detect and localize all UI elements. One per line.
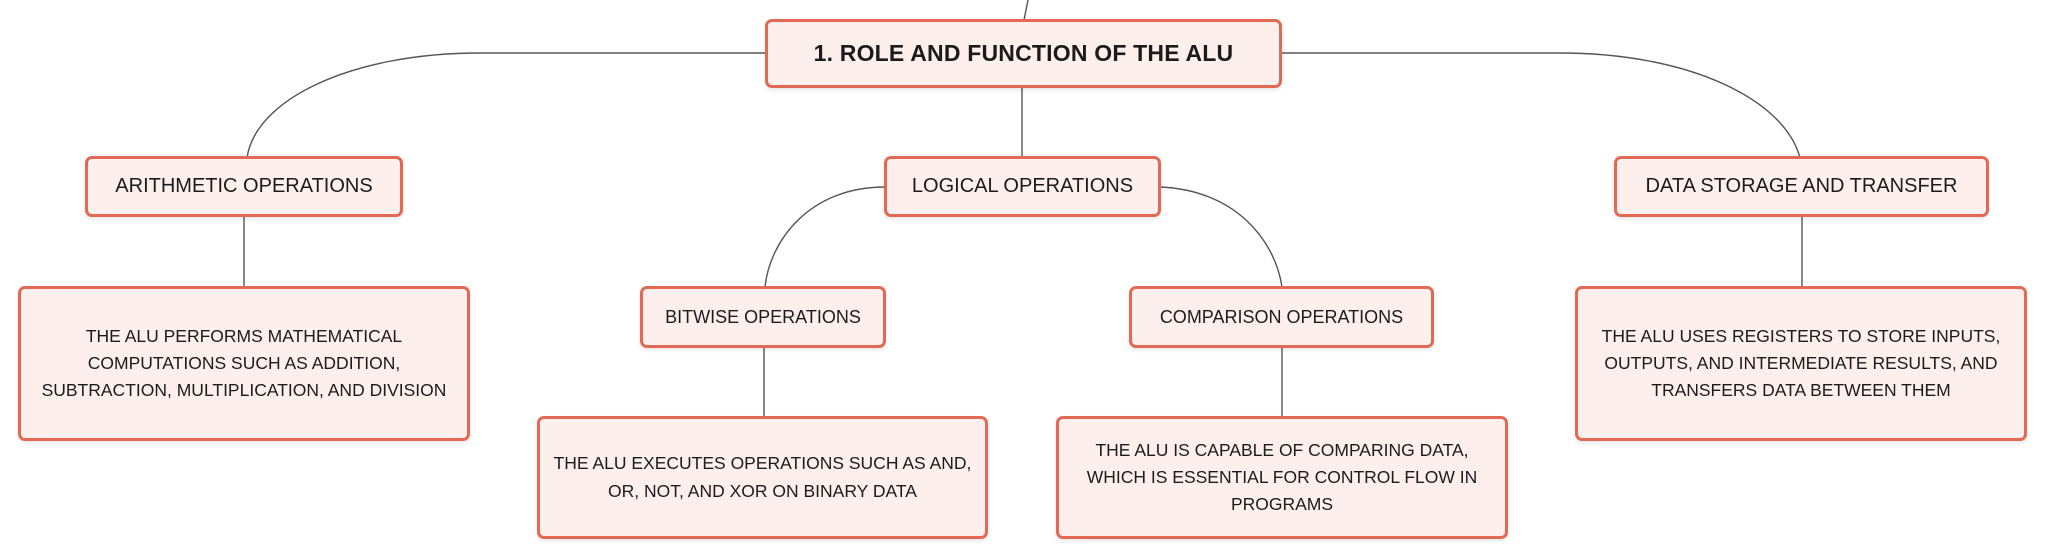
node-label: LOGICAL OPERATIONS — [911, 175, 1134, 197]
node-comparison-operations[interactable]: COMPARISON OPERATIONS — [1129, 286, 1434, 348]
node-logical-operations[interactable]: LOGICAL OPERATIONS — [884, 156, 1161, 217]
connector-root-arithmetic — [246, 52, 767, 159]
connector-logical-bitwise — [764, 186, 886, 288]
node-label: THE ALU EXECUTES OPERATIONS SUCH AS AND,… — [553, 453, 972, 501]
node-data-storage-and-transfer[interactable]: DATA STORAGE AND TRANSFER — [1614, 156, 1989, 217]
node-label: THE ALU USES REGISTERS TO STORE INPUTS, … — [1601, 325, 2001, 401]
node-label: BITWISE OPERATIONS — [665, 306, 861, 327]
node-label: COMPARISON OPERATIONS — [1159, 306, 1404, 327]
node-role-and-function-of-the-alu[interactable]: 1. ROLE AND FUNCTION OF THE ALU — [765, 19, 1282, 88]
connector-root-storage — [1280, 52, 1801, 159]
node-label: ARITHMETIC OPERATIONS — [115, 175, 373, 197]
node-bitwise-operations[interactable]: BITWISE OPERATIONS — [640, 286, 886, 348]
node-label: THE ALU PERFORMS MATHEMATICAL COMPUTATIO… — [41, 325, 447, 401]
node-arithmetic-operations[interactable]: ARITHMETIC OPERATIONS — [85, 156, 403, 217]
node-arithmetic-description[interactable]: THE ALU PERFORMS MATHEMATICAL COMPUTATIO… — [18, 286, 470, 441]
node-label: 1. ROLE AND FUNCTION OF THE ALU — [813, 40, 1234, 66]
node-label: THE ALU IS CAPABLE OF COMPARING DATA, WH… — [1086, 439, 1478, 515]
node-comparison-description[interactable]: THE ALU IS CAPABLE OF COMPARING DATA, WH… — [1056, 416, 1508, 539]
node-storage-description[interactable]: THE ALU USES REGISTERS TO STORE INPUTS, … — [1575, 286, 2027, 441]
connector-logical-comparison — [1159, 186, 1283, 288]
connector-incoming — [1023, 0, 1029, 21]
node-bitwise-description[interactable]: THE ALU EXECUTES OPERATIONS SUCH AS AND,… — [537, 416, 988, 539]
node-label: DATA STORAGE AND TRANSFER — [1645, 175, 1958, 197]
